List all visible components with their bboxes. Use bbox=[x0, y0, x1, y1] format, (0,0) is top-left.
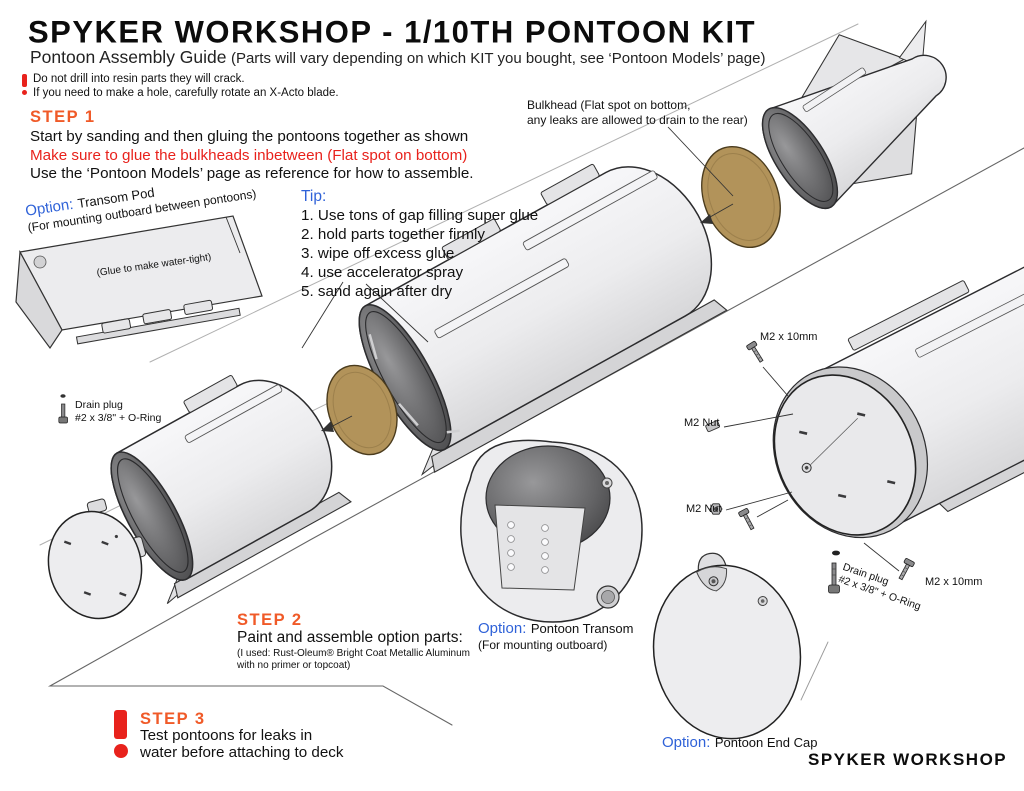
tip-item-5: 5. sand again after dry bbox=[301, 283, 453, 300]
cap-screw-slots bbox=[798, 412, 896, 499]
step1-line-3: Use the ‘Pontoon Models’ page as referen… bbox=[30, 165, 474, 182]
tip-item-4: 4. use accelerator spray bbox=[301, 264, 464, 281]
step1-line-1: Start by sanding and then gluing the pon… bbox=[30, 128, 469, 145]
nut-bottom-label: M2 Nut bbox=[686, 503, 722, 515]
hardware-icons bbox=[58, 340, 916, 594]
drain-screw-left-icon bbox=[58, 403, 68, 424]
step3-line-2: water before attaching to deck bbox=[140, 744, 344, 761]
callout-leader-lines bbox=[225, 126, 900, 572]
bulkhead-disc-rear bbox=[701, 145, 781, 249]
subtitle-note: (Parts will vary depending on which KIT … bbox=[230, 50, 766, 67]
tip-item-3: 3. wipe off excess glue bbox=[301, 245, 455, 262]
warning-line-2: If you need to make a hole, carefully ro… bbox=[33, 87, 339, 99]
warning-exclamation-dot-icon bbox=[22, 90, 27, 95]
transom-pod-part bbox=[15, 215, 263, 350]
step3-line-1: Test pontoons for leaks in bbox=[140, 727, 313, 744]
step2-line-1: Paint and assemble option parts: bbox=[237, 629, 463, 646]
pontoon-mid-part bbox=[358, 163, 728, 476]
pontoon-rear-cone-part bbox=[761, 19, 947, 210]
page-subtitle: Pontoon Assembly Guide (Parts will vary … bbox=[30, 47, 765, 68]
pontoon-rear-assembly bbox=[772, 263, 1024, 539]
nut-top-label: M2 Nut bbox=[684, 417, 720, 429]
tip-item-2: 2. hold parts together firmly bbox=[301, 226, 486, 243]
step3-exclamation-dot-icon bbox=[114, 744, 128, 758]
step3-exclamation-bar-icon bbox=[114, 710, 127, 739]
tip-item-1: 1. Use tons of gap filling super glue bbox=[301, 207, 539, 224]
drain-screw-right-icon bbox=[828, 562, 840, 594]
drain-plug-left-label: Drain plug #2 x 3/8" + O-Ring bbox=[75, 399, 161, 424]
option-prefix: Option: bbox=[662, 734, 711, 751]
o-ring-icon bbox=[60, 394, 66, 398]
transom-holes bbox=[507, 521, 549, 574]
step2-note-1: (I used: Rust-Oleum® Bright Coat Metalli… bbox=[237, 648, 471, 659]
warning-line-1: Do not drill into resin parts they will … bbox=[33, 73, 245, 85]
step2-label: STEP 2 bbox=[237, 611, 303, 629]
warning-exclamation-bar-icon bbox=[22, 74, 27, 87]
step1-line-2: Make sure to glue the bulkheads inbetwee… bbox=[30, 146, 468, 164]
bulkhead-callout-line-1: Bulkhead (Flat spot on bottom, bbox=[527, 98, 691, 112]
option-desc: (For mounting outboard) bbox=[478, 638, 608, 653]
nut-side-icon bbox=[705, 420, 720, 433]
option-name: Pontoon Transom bbox=[530, 621, 634, 636]
pontoon-transom-part bbox=[460, 439, 643, 623]
o-ring-icon bbox=[832, 550, 840, 556]
arrowheads bbox=[321, 214, 713, 432]
tip-label: Tip: bbox=[301, 188, 327, 205]
bulkhead-disc-front bbox=[326, 364, 398, 456]
drain-plug-line-1: Drain plug bbox=[75, 399, 123, 411]
bulkhead-callout-line-2: any leaks are allowed to drain to the re… bbox=[527, 113, 748, 127]
drain-plug-line-2: #2 x 3/8" + O-Ring bbox=[75, 411, 162, 424]
end-cap-small-part bbox=[47, 498, 147, 620]
step3-label: STEP 3 bbox=[140, 710, 206, 728]
screw-top-label: M2 x 10mm bbox=[760, 331, 818, 343]
option-name: Pontoon End Cap bbox=[714, 735, 818, 750]
pontoon-front-part bbox=[110, 375, 352, 604]
bulkhead-callout: Bulkhead (Flat spot on bottom, any leaks… bbox=[527, 98, 748, 128]
subtitle-main: Pontoon Assembly Guide bbox=[30, 47, 227, 67]
end-cap-large-part bbox=[652, 552, 802, 740]
screw-bottom-label: M2 x 10mm bbox=[925, 576, 983, 588]
option-pontoon-transom-label: Option: Pontoon Transom (For mounting ou… bbox=[478, 619, 633, 653]
mouth-tab-slots bbox=[368, 333, 460, 434]
cap-screw-slots bbox=[63, 534, 127, 597]
tip-list: 1. Use tons of gap filling super glue 2.… bbox=[301, 206, 538, 301]
option-prefix: Option: bbox=[478, 620, 527, 637]
page-title: SPYKER WORKSHOP - 1/10TH PONTOON KIT bbox=[28, 14, 757, 50]
step2-note-2: with no primer or topcoat) bbox=[237, 660, 351, 671]
footer-brand: SPYKER WORKSHOP bbox=[808, 750, 1008, 769]
option-end-cap-label: Option: Pontoon End Cap bbox=[662, 733, 817, 752]
step1-label: STEP 1 bbox=[30, 108, 96, 126]
